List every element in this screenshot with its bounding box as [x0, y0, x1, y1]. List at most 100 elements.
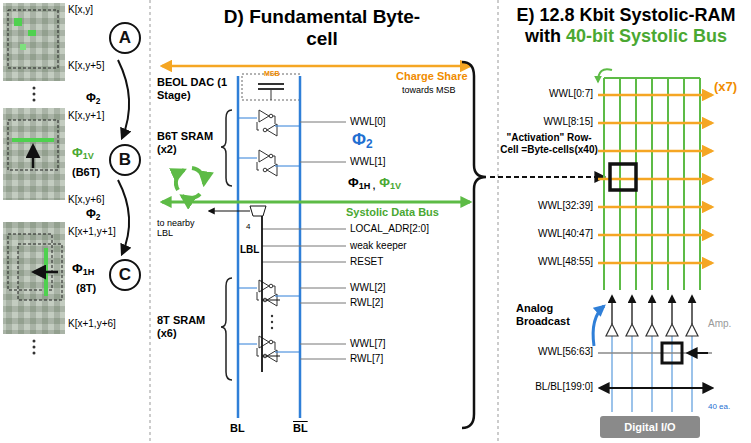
broadcast-curve [593, 306, 604, 346]
amplifier-symbol [626, 324, 638, 336]
dac-capacitor [271, 89, 272, 100]
label-text: weak keeper [350, 240, 407, 252]
ellipsis-dots [33, 340, 36, 343]
local-bit-line [209, 206, 280, 372]
label-text: WWL[48:55] [505, 256, 593, 268]
label-text: Amp. [708, 318, 731, 330]
label-text: Φ1V [72, 146, 94, 162]
systolic-grid [598, 69, 612, 82]
bit-line [237, 76, 240, 418]
dac-capacitor [242, 74, 300, 100]
ellipsis-dots [33, 352, 36, 355]
row-arrow [598, 206, 712, 209]
recycle-icon [192, 168, 204, 184]
ellipsis-dots [271, 321, 273, 323]
recycle-icon [176, 168, 204, 198]
label-text: towards MSB [402, 85, 456, 95]
subscript: 2 [96, 212, 101, 222]
kernel-image [18, 244, 62, 300]
kernel-image [12, 138, 54, 142]
activation-arrow [490, 177, 604, 178]
label-text: WWL[40:47] [505, 228, 593, 240]
label-text: RESET [350, 256, 383, 268]
activation-square [610, 164, 636, 190]
kernel-image [3, 222, 65, 334]
write-row [598, 352, 712, 354]
label-text: RWL[2] [350, 297, 383, 309]
cell-bracket [221, 110, 232, 186]
kernel-image [3, 108, 65, 200]
panel-divider [498, 0, 499, 443]
label-text: Φ1V [379, 176, 401, 192]
row-arrow [598, 95, 712, 263]
systolic-grid [603, 78, 605, 290]
label-text: K[x+1,y+6] [68, 318, 116, 330]
ellipsis-dots [271, 327, 273, 329]
dac-capacitor [258, 83, 284, 85]
word-line [300, 162, 346, 163]
subscript: 1V [390, 181, 401, 191]
step-circle: B [109, 144, 141, 176]
bit-line [299, 76, 302, 418]
sram-cell [238, 150, 300, 176]
kernel-image [3, 3, 65, 81]
subscript: 2 [366, 137, 373, 151]
bit-line [651, 336, 653, 412]
label-text: BL/BL[199:0] [505, 381, 593, 393]
row-arrow [598, 178, 712, 181]
activation-square [610, 164, 636, 190]
label-text: B6T SRAM (x2) [157, 130, 223, 155]
broadcast-curve [593, 306, 604, 346]
write-row [600, 387, 712, 389]
recycle-icon [182, 194, 200, 198]
label-text: Systolic Data Bus [346, 206, 439, 219]
sram-cell [238, 110, 300, 362]
label-text: BL [230, 422, 245, 435]
ellipsis-dots [33, 99, 36, 102]
systolic-grid [667, 78, 669, 290]
kernel-image [32, 146, 35, 168]
label-text: (x7) [714, 80, 737, 95]
ellipsis-dots [271, 315, 273, 329]
local-bit-line [261, 206, 263, 372]
word-line [300, 344, 346, 345]
row-arrow [598, 150, 712, 153]
systolic-bus-arrow [162, 201, 470, 204]
cell-bracket [221, 110, 232, 380]
systolic-grid [699, 78, 701, 290]
word-line [300, 122, 346, 123]
label-text: "Activation" Row-Cell =Byte-cells(x40) [500, 132, 598, 155]
word-line [300, 288, 346, 289]
label-text: K[x,y+1] [68, 110, 104, 122]
label-text: RWL[7] [350, 353, 383, 365]
label-text: Φ2 [86, 208, 101, 223]
word-line [262, 229, 346, 230]
label-text: WWL[0:7] [505, 88, 593, 100]
ellipsis-dots [33, 93, 36, 96]
kernel-image [8, 10, 58, 68]
kernel-image [3, 3, 65, 334]
label-text: (B6T) [72, 166, 100, 179]
local-bit-line [209, 210, 250, 211]
row-arrow [598, 262, 712, 265]
node-text: C [119, 265, 131, 285]
broadcast-arrow [691, 296, 693, 324]
write-row [598, 343, 712, 388]
subscript: 1H , [359, 181, 376, 191]
label-text: BEOL DAC (1 Stage) [157, 76, 235, 101]
phase-arrow [118, 180, 129, 254]
write-row [688, 352, 708, 354]
subscript: 2 [96, 96, 101, 106]
activation-arrow [490, 176, 604, 178]
label-text: Φ1H [72, 262, 94, 278]
sram-cell [238, 110, 300, 136]
bit-line [691, 336, 693, 412]
local-bit-line [250, 206, 266, 216]
phase-arrow [118, 60, 129, 138]
label-text: 40 ea. [708, 402, 730, 411]
amplifier-symbol [686, 324, 698, 336]
label-text: LBL [240, 244, 259, 256]
word-line [300, 359, 346, 360]
